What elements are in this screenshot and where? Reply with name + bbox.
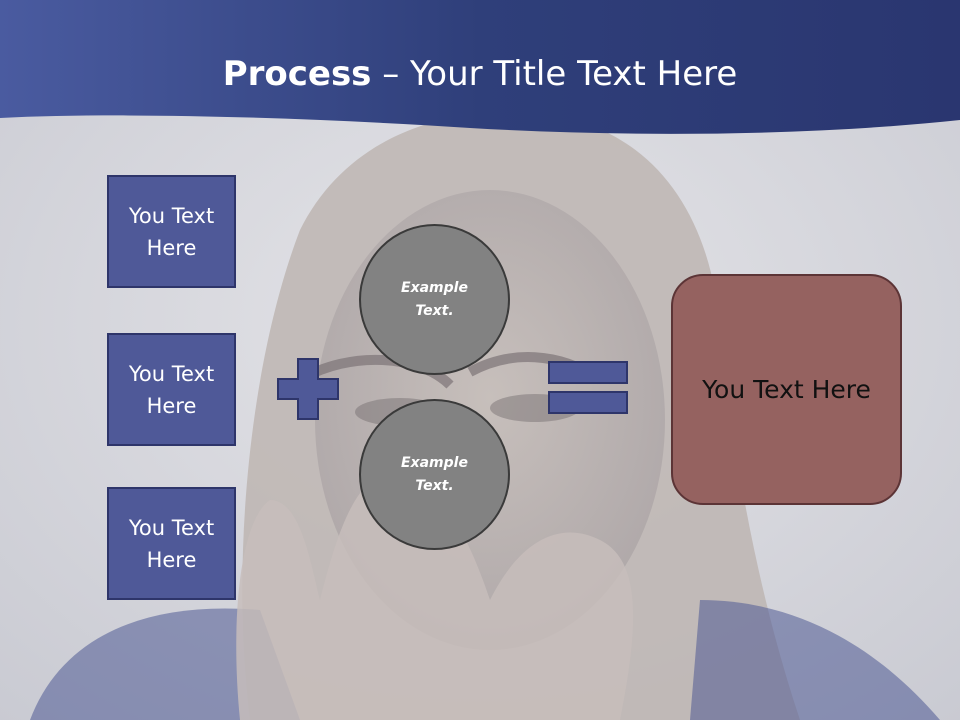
plus-icon <box>277 358 339 420</box>
input-box-3[interactable]: You Text Here <box>107 487 236 600</box>
input-box-label: You Text Here <box>128 361 215 418</box>
header-band <box>0 0 960 134</box>
title-bold: Process <box>222 54 372 94</box>
circle-label: Example Text. <box>401 279 468 319</box>
example-circle-1[interactable]: Example Text. <box>359 224 510 375</box>
result-label: You Text Here <box>702 375 871 404</box>
input-box-label: You Text Here <box>128 203 215 260</box>
equals-icon <box>548 361 628 414</box>
input-box-2[interactable]: You Text Here <box>107 333 236 446</box>
title-rest: – Your Title Text Here <box>371 54 738 94</box>
result-box[interactable]: You Text Here <box>671 274 902 505</box>
example-circle-2[interactable]: Example Text. <box>359 399 510 550</box>
slide-title: Process – Your Title Text Here <box>0 52 960 96</box>
circle-label: Example Text. <box>401 454 468 494</box>
input-box-1[interactable]: You Text Here <box>107 175 236 288</box>
input-box-label: You Text Here <box>128 515 215 572</box>
